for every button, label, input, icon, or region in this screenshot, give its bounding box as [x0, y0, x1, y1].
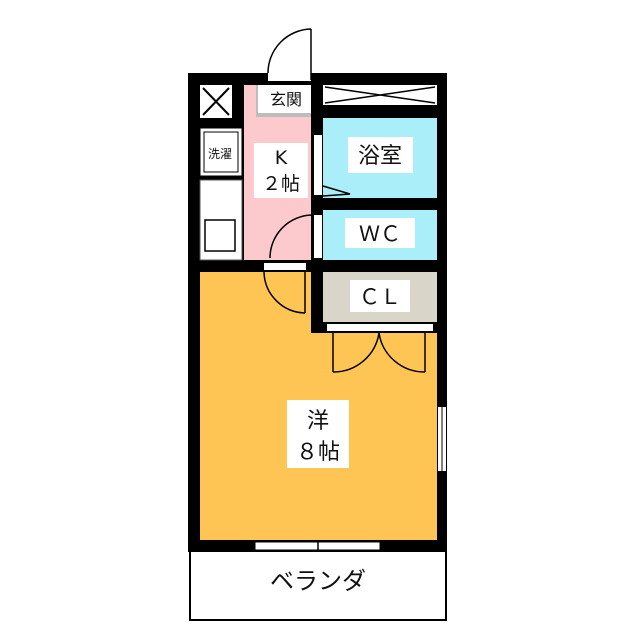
- closet-door-swing-icon: [332, 332, 426, 373]
- bath-door[interactable]: [314, 135, 322, 195]
- laundry-pan: [203, 131, 239, 173]
- entrance-label: 玄関: [270, 90, 302, 109]
- kitchen-label-size: ２帖: [262, 173, 300, 195]
- kitchen-label-type: K: [275, 147, 288, 169]
- laundry-label: 洗濯: [208, 147, 232, 161]
- closet-label: ＣＬ: [359, 285, 401, 309]
- toilet-label: ＷＣ: [359, 222, 401, 246]
- pipe-space-x-icon: [202, 87, 230, 116]
- western-door-swing-icon: [263, 270, 306, 314]
- bath-label: 浴室: [358, 144, 402, 169]
- western-label-bg: [287, 400, 349, 468]
- entrance-label-bg: [262, 88, 310, 110]
- bath-label-bg: [348, 137, 413, 173]
- closet-door[interactable]: [327, 324, 433, 331]
- front-door-opening[interactable]: [268, 73, 311, 81]
- storage-x-icon: [324, 86, 436, 104]
- closet-label-bg: [350, 280, 410, 312]
- toilet-door-swing-icon: [269, 214, 313, 259]
- western-label-type: 洋: [307, 409, 329, 434]
- western-door[interactable]: [264, 263, 306, 270]
- kitchen-label-bg: [254, 143, 308, 198]
- balcony: [189, 549, 447, 621]
- toilet-label-bg: [345, 218, 415, 248]
- toilet-door[interactable]: [314, 215, 322, 258]
- front-door-icon[interactable]: [267, 28, 312, 80]
- bath-door-swing-icon: [322, 185, 351, 197]
- western-label-size: ８帖: [296, 440, 340, 465]
- balcony-label: ベランダ: [270, 567, 366, 595]
- sink-icon: [204, 219, 236, 252]
